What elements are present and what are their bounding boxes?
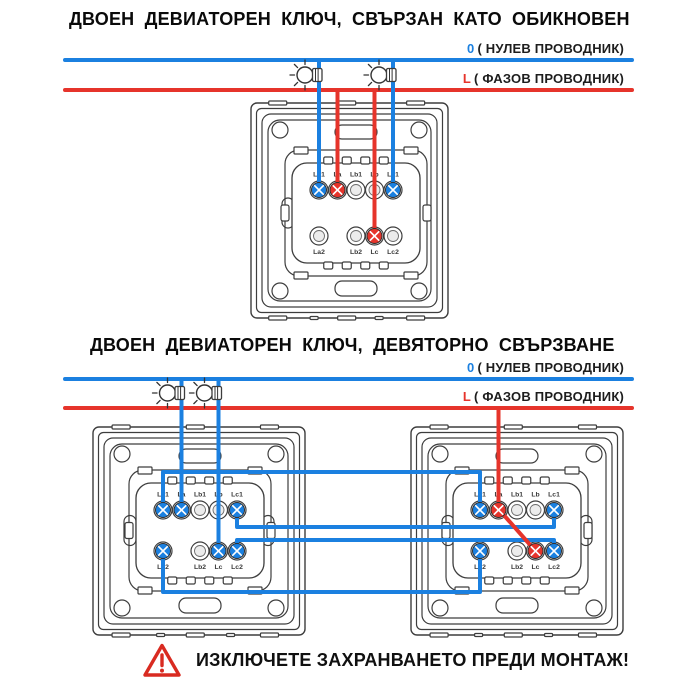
wired-terminal-screw <box>155 543 171 559</box>
wired-terminal-screw <box>229 502 245 518</box>
supply-lines <box>63 58 634 410</box>
terminal-label: Lb2 <box>194 564 206 571</box>
terminal-label: Lb2 <box>511 564 523 571</box>
warning-triangle-icon <box>143 643 181 677</box>
terminal-label: Lb <box>531 492 539 499</box>
wired-terminal-screw <box>472 502 488 518</box>
terminal-label: Lc2 <box>387 249 399 256</box>
wired-terminal-screw <box>546 543 562 559</box>
terminal-label: Lb2 <box>350 249 362 256</box>
wired-terminal-screw <box>472 543 488 559</box>
diagram1-neutral-label: 0( НУЛЕВ ПРОВОДНИК) <box>467 41 624 56</box>
phase-symbol: L <box>462 389 471 404</box>
neutral-label-text: ( НУЛЕВ ПРОВОДНИК) <box>477 41 624 56</box>
phase-label-text: ( ФАЗОВ ПРОВОДНИК) <box>473 389 624 404</box>
neutral-symbol: 0 <box>467 41 475 56</box>
neutral-label-text: ( НУЛЕВ ПРОВОДНИК) <box>477 360 624 375</box>
wired-terminal-screw <box>311 182 327 198</box>
phase-symbol: L <box>462 71 471 86</box>
wired-terminal-caps <box>155 182 562 559</box>
wired-terminal-screw <box>366 228 383 244</box>
wired-terminal-screw <box>329 182 346 198</box>
traveler-wire-la2 <box>161 549 482 594</box>
light-bulb-icon <box>289 59 323 91</box>
wired-terminal-screw <box>527 543 544 559</box>
warning-text: ИЗКЛЮЧЕТЕ ЗАХРАНВАНЕТО ПРЕДИ МОНТАЖ! <box>196 650 630 670</box>
terminal-label: Lc <box>532 564 540 571</box>
terminal-label: Lc <box>371 249 379 256</box>
terminal-label: Lb1 <box>194 492 206 499</box>
diagram2-title: ДВОЕН ДЕВИАТОРЕН КЛЮЧ, ДЕВЯТОРНО СВЪРЗВА… <box>90 335 615 355</box>
wired-terminal-screw <box>155 502 171 518</box>
diagram1-phase-label: L( ФАЗОВ ПРОВОДНИК) <box>463 71 624 86</box>
wired-terminal-screw <box>490 502 507 518</box>
neutral-symbol: 0 <box>467 360 475 375</box>
lamps <box>151 59 397 409</box>
diagram2-neutral-label: 0( НУЛЕВ ПРОВОДНИК) <box>467 360 624 375</box>
diagram1-title: ДВОЕН ДЕВИАТОРЕН КЛЮЧ, СВЪРЗАН КАТО ОБИК… <box>69 9 630 29</box>
terminal-label: La2 <box>313 249 325 256</box>
terminal-label: Lc1 <box>548 492 560 499</box>
traveler-wire-lc1 <box>235 508 556 529</box>
wired-terminal-screw <box>385 182 401 198</box>
terminal-label: Lc <box>215 564 223 571</box>
light-bulb-icon <box>363 59 397 91</box>
warning-banner: ИЗКЛЮЧЕТЕ ЗАХРАНВАНЕТО ПРЕДИ МОНТАЖ! <box>142 642 629 679</box>
wired-terminal-screw <box>173 502 190 518</box>
terminal-label: Lb1 <box>350 172 362 179</box>
wired-terminal-screw <box>210 543 227 559</box>
light-bulb-icon <box>151 377 186 409</box>
terminal-label: Lb1 <box>511 492 523 499</box>
diagram2-phase-label: L( ФАЗОВ ПРОВОДНИК) <box>463 389 624 404</box>
traveler-wire-la1 <box>161 470 482 512</box>
light-bulb-icon <box>188 377 223 409</box>
terminal-label: Lc2 <box>231 564 243 571</box>
wired-terminal-screw <box>229 543 245 559</box>
phase-label-text: ( ФАЗОВ ПРОВОДНИК) <box>473 71 624 86</box>
wired-terminal-screw <box>546 502 562 518</box>
terminal-label: Lc2 <box>548 564 560 571</box>
terminal-label: Lc1 <box>231 492 243 499</box>
